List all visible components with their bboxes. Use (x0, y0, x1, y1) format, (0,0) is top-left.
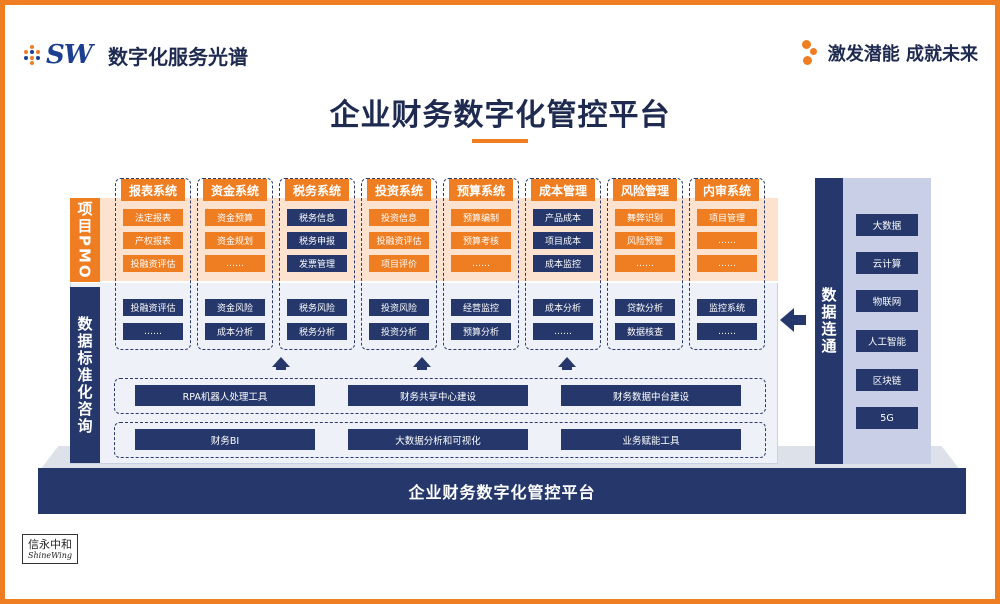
tool-item: 财务BI (135, 429, 315, 450)
system-item: 税务申报 (287, 232, 347, 249)
system-title: 资金系统 (203, 179, 267, 201)
tool-item: 业务赋能工具 (561, 429, 741, 450)
system-item: …… (615, 255, 675, 272)
system-title: 投资系统 (367, 179, 431, 201)
side-label-data-pipeline-text: 数据连通 (819, 287, 838, 355)
side-label-standardization-text: 数据标准化咨询 (75, 315, 94, 435)
system-item: 投融资评估 (123, 299, 183, 316)
system-item: 资金预算 (205, 209, 265, 226)
system-title: 报表系统 (121, 179, 185, 201)
system-title: 税务系统 (285, 179, 349, 201)
system-column: 成本管理 产品成本 项目成本 成本监控 成本分析 …… (525, 178, 601, 350)
system-item: 项目评价 (369, 255, 429, 272)
system-item: 投融资评估 (123, 255, 183, 272)
system-item: 项目管理 (697, 209, 757, 226)
system-column: 资金系统 资金预算 资金规划 …… 资金风险 成本分析 (197, 178, 273, 350)
system-column: 投资系统 投资信息 投融资评估 项目评价 投资风险 投资分析 (361, 178, 437, 350)
tech-item: 区块链 (856, 369, 918, 391)
system-item: 产权报表 (123, 232, 183, 249)
system-item: …… (451, 255, 511, 272)
tool-row: RPA机器人处理工具 财务共享中心建设 财务数据中台建设 (114, 378, 766, 414)
system-item: 预算分析 (451, 323, 511, 340)
tool-item: 财务共享中心建设 (348, 385, 528, 406)
page-title: 企业财务数字化管控平台 (329, 98, 671, 133)
system-item: …… (697, 232, 757, 249)
side-label-standardization: 数据标准化咨询 (70, 287, 100, 463)
tech-item: 云计算 (856, 252, 918, 274)
system-title: 风险管理 (613, 179, 677, 201)
system-column: 内审系统 项目管理 …… …… 监控系统 …… (689, 178, 765, 350)
system-item: 发票管理 (287, 255, 347, 272)
tech-item: 物联网 (856, 290, 918, 312)
system-item: …… (533, 323, 593, 340)
title-underline (472, 139, 528, 143)
tech-item: 大数据 (856, 214, 918, 236)
system-item: 法定报表 (123, 209, 183, 226)
up-arrow-icon (413, 357, 431, 370)
system-item: 投融资评估 (369, 232, 429, 249)
system-column: 税务系统 税务信息 税务申报 发票管理 税务风险 税务分析 (279, 178, 355, 350)
stamp-chinese: 信永中和 (28, 537, 72, 551)
brand-logo: SW 数字化服务光谱 (22, 40, 248, 70)
system-item: …… (697, 255, 757, 272)
system-column: 风险管理 舞弊识别 风险预警 …… 贷款分析 数据核查 (607, 178, 683, 350)
system-title: 预算系统 (449, 179, 513, 201)
system-item: 预算考核 (451, 232, 511, 249)
tool-item: RPA机器人处理工具 (135, 385, 315, 406)
slogan: 激发潜能 成就未来 (801, 40, 978, 66)
up-arrow-icon (272, 357, 290, 370)
system-item: …… (205, 255, 265, 272)
system-item: 成本分析 (205, 323, 265, 340)
system-item: 税务风险 (287, 299, 347, 316)
band-divider (70, 281, 778, 283)
system-column: 预算系统 预算编制 预算考核 …… 经营监控 预算分析 (443, 178, 519, 350)
system-item: 数据核查 (615, 323, 675, 340)
tool-item: 财务数据中台建设 (561, 385, 741, 406)
system-item: 成本监控 (533, 255, 593, 272)
system-item: 产品成本 (533, 209, 593, 226)
system-item: 预算编制 (451, 209, 511, 226)
tech-item: 人工智能 (856, 330, 918, 352)
base-platform-label: 企业财务数字化管控平台 (408, 483, 596, 502)
system-title: 内审系统 (695, 179, 759, 201)
up-arrow-icon (558, 357, 576, 370)
system-item: 成本分析 (533, 299, 593, 316)
system-item: 资金规划 (205, 232, 265, 249)
system-column: 报表系统 法定报表 产权报表 投融资评估 投融资评估 …… (115, 178, 191, 350)
side-label-pmo: 项目PMO (70, 198, 100, 282)
system-item: 投资风险 (369, 299, 429, 316)
system-item: 贷款分析 (615, 299, 675, 316)
system-item: 税务分析 (287, 323, 347, 340)
system-item: 经营监控 (451, 299, 511, 316)
system-item: 项目成本 (533, 232, 593, 249)
side-label-pmo-text: 项目PMO (75, 200, 94, 280)
base-platform: 企业财务数字化管控平台 (38, 468, 966, 514)
left-arrow-icon (780, 308, 806, 332)
system-item: 投资信息 (369, 209, 429, 226)
tool-row: 财务BI 大数据分析和可视化 业务赋能工具 (114, 422, 766, 458)
system-item: 监控系统 (697, 299, 757, 316)
slogan-text: 激发潜能 成就未来 (827, 44, 978, 65)
system-item: …… (697, 323, 757, 340)
brand-logo-text: SW (46, 40, 93, 70)
system-item: 舞弊识别 (615, 209, 675, 226)
brand-title: 数字化服务光谱 (107, 44, 248, 69)
tech-item: 5G (856, 407, 918, 429)
system-item: 税务信息 (287, 209, 347, 226)
orange-dots-icon (801, 40, 820, 66)
system-item: 资金风险 (205, 299, 265, 316)
system-item: …… (123, 323, 183, 340)
tool-item: 大数据分析和可视化 (348, 429, 528, 450)
dot-grid-icon (22, 45, 42, 65)
system-item: 投资分析 (369, 323, 429, 340)
system-item: 风险预警 (615, 232, 675, 249)
company-stamp: 信永中和 ShineWing (22, 534, 78, 564)
stamp-english: ShineWing (28, 550, 72, 560)
system-title: 成本管理 (531, 179, 595, 201)
side-label-data-pipeline: 数据连通 (815, 178, 843, 464)
